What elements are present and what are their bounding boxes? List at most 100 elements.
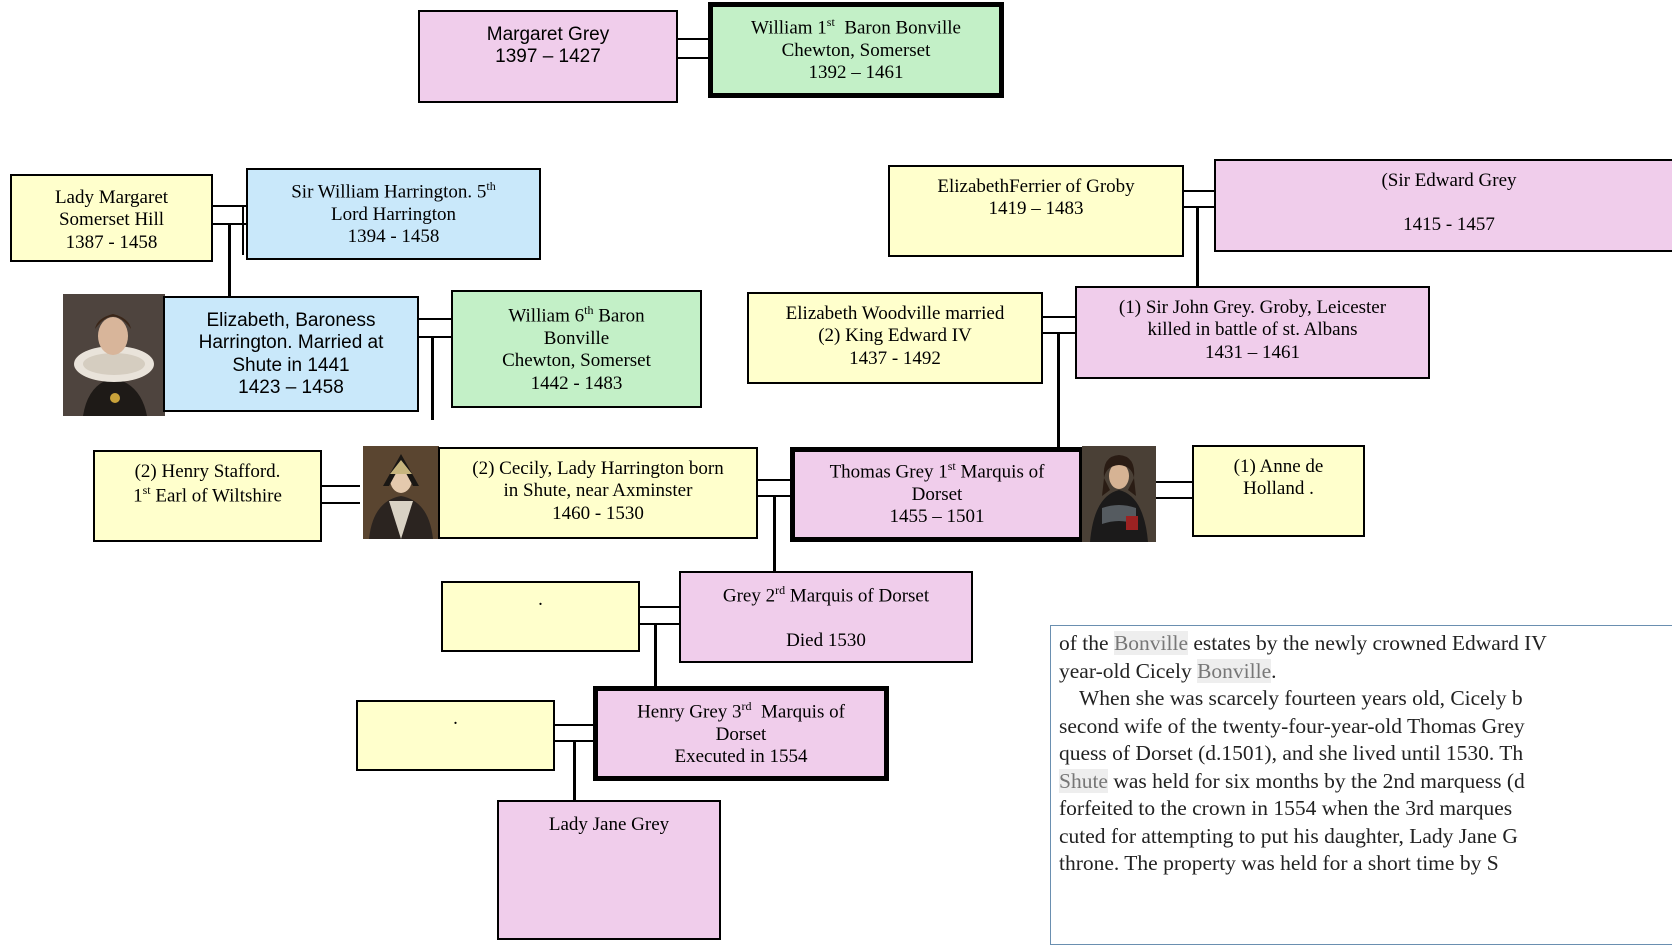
person-dates: 1460 - 1530 [552, 502, 644, 524]
marriage-line [638, 606, 680, 608]
portrait-elizabeth-icon [63, 294, 165, 416]
person-dates: 1419 – 1483 [988, 198, 1084, 220]
descent-line [242, 205, 244, 255]
person-dates: 1455 – 1501 [889, 506, 985, 528]
descent-line [228, 225, 231, 297]
person-name: Grey 2rd Marquis of Dorset [722, 583, 930, 607]
person-name: (Sir Edward Grey [1381, 170, 1517, 191]
marriage-line [676, 57, 708, 59]
person-box-henry-stafford: (2) Henry Stafford. 1st Earl of Wiltshir… [93, 450, 322, 542]
descent-line [773, 497, 776, 573]
marriage-line [1155, 481, 1193, 483]
marriage-line [1041, 316, 1077, 318]
person-box-william-6th-bonville: William 6th Baron Bonville Chewton, Some… [451, 290, 702, 408]
person-description: killed in battle of st. Albans [1147, 319, 1358, 341]
text-line: cuted for attempting to put his daughter… [1059, 823, 1518, 848]
marriage-line [212, 205, 248, 207]
marriage-line [322, 502, 360, 504]
marriage-line [638, 623, 680, 625]
person-place: Somerset Hill [58, 209, 165, 231]
person-name: (2) Cecily, Lady Harrington born [472, 458, 724, 479]
person-box-spouse-2nd-marquis: . [441, 581, 640, 652]
person-box-grey-2nd-marquis: Grey 2rd Marquis of Dorset Died 1530 [679, 571, 973, 663]
marriage-line [676, 38, 708, 40]
person-box-spouse-3rd-marquis: . [356, 700, 555, 771]
marriage-line [1182, 206, 1216, 208]
descent-line [654, 625, 657, 687]
spacer [1216, 192, 1672, 214]
descent-line [431, 338, 434, 420]
marriage-line [418, 336, 452, 338]
person-name: Holland . [1243, 478, 1314, 500]
text-line: throne. The property was held for a shor… [1059, 851, 1499, 875]
person-box-lady-jane-grey: Lady Jane Grey [497, 800, 721, 940]
descent-line [1057, 332, 1060, 448]
person-box-elizabeth-ferrier: ElizabethFerrier of Groby 1419 – 1483 [888, 165, 1184, 257]
text-line: year-old Cicely Bonville. [1059, 658, 1277, 683]
person-box-cecily: (2) Cecily, Lady Harrington born in Shut… [438, 447, 758, 539]
spacer [681, 608, 971, 630]
marriage-line [757, 495, 792, 497]
person-description: Shute in 1441 [232, 354, 350, 376]
person-title: 1st Earl of Wiltshire [133, 483, 282, 507]
marriage-line [553, 724, 595, 726]
portrait-cecily-icon [363, 446, 439, 539]
descent-line [1196, 206, 1199, 288]
person-name: Elizabeth, Baroness [206, 310, 376, 331]
person-title: Dorset [911, 483, 963, 505]
text-line: When she was scarcely fourteen years old… [1079, 686, 1523, 710]
marriage-line [1182, 190, 1216, 192]
person-name: William 6th Baron [508, 303, 645, 327]
person-name: Elizabeth Woodville married [785, 303, 1005, 324]
person-name: (1) Sir John Grey. Groby, Leicester [1118, 297, 1387, 318]
person-box-sir-john-grey: (1) Sir John Grey. Groby, Leicester kill… [1075, 286, 1430, 379]
person-name: Margaret Grey [486, 24, 610, 45]
person-name: (1) Anne de [1233, 456, 1324, 477]
person-name: ElizabethFerrier of Groby [937, 176, 1135, 197]
person-name: Henry Grey 3rd Marquis of [637, 699, 845, 723]
person-title: Dorset [715, 723, 767, 745]
person-box-sir-william-harrington: Sir William Harrington. 5th Lord Harring… [246, 168, 541, 260]
person-box-lady-margaret: Lady Margaret Somerset Hill 1387 - 1458 [10, 174, 213, 262]
person-name: Lady Margaret [54, 187, 169, 208]
person-dates: 1423 – 1458 [238, 377, 344, 399]
marriage-line [1155, 497, 1193, 499]
marriage-line [757, 479, 792, 481]
person-name: (2) Henry Stafford. [134, 461, 281, 482]
person-title: Bonville [543, 327, 610, 349]
person-dates: Executed in 1554 [674, 746, 808, 768]
person-name: Lady Jane Grey [548, 814, 670, 835]
person-box-anne-de-holland: (1) Anne de Holland . [1192, 445, 1365, 537]
person-place: in Shute, near Axminster [503, 480, 693, 502]
person-place: Chewton, Somerset [502, 350, 651, 372]
person-dates: 1431 – 1461 [1205, 341, 1300, 363]
text-line: forfeited to the crown in 1554 when the … [1059, 796, 1513, 820]
history-text-excerpt: of the Bonville estates by the newly cro… [1050, 625, 1672, 945]
marriage-line [418, 318, 452, 320]
person-box-henry-grey-3rd-marquis: Henry Grey 3rd Marquis of Dorset Execute… [593, 686, 889, 781]
marriage-line [212, 223, 248, 225]
text-line: second wife of the twenty-four-year-old … [1059, 713, 1525, 738]
marriage-line [553, 740, 595, 742]
person-box-sir-edward-grey: (Sir Edward Grey 1415 - 1457 [1214, 159, 1672, 252]
person-description: Harrington. Married at [198, 332, 384, 354]
person-dates: 1387 - 1458 [65, 231, 158, 253]
text-line: of the Bonville estates by the newly cro… [1059, 631, 1547, 655]
person-box-thomas-grey: Thomas Grey 1st Marquis of Dorset 1455 –… [790, 447, 1084, 542]
person-dates: 1415 - 1457 [1403, 214, 1495, 236]
person-name: William 1st Baron Bonville [751, 15, 961, 39]
descent-line [573, 742, 576, 800]
person-dates: 1397 – 1427 [495, 46, 601, 68]
person-place: Chewton, Somerset [781, 39, 931, 61]
person-dates: 1394 - 1458 [347, 226, 440, 248]
person-dates: 1442 - 1483 [530, 372, 623, 394]
person-name: . [538, 589, 543, 610]
text-line: Shute was held for six months by the 2nd… [1059, 768, 1525, 793]
person-name: Thomas Grey 1st Marquis of [829, 459, 1045, 483]
person-box-margaret-grey: Margaret Grey 1397 – 1427 [418, 10, 678, 103]
person-name: Sir William Harrington. 5th [291, 179, 496, 203]
portrait-thomas-icon [1082, 446, 1156, 542]
marriage-line [322, 485, 360, 487]
person-dates: 1437 - 1492 [849, 347, 941, 369]
text-line: quess of Dorset (d.1501), and she lived … [1059, 741, 1524, 765]
